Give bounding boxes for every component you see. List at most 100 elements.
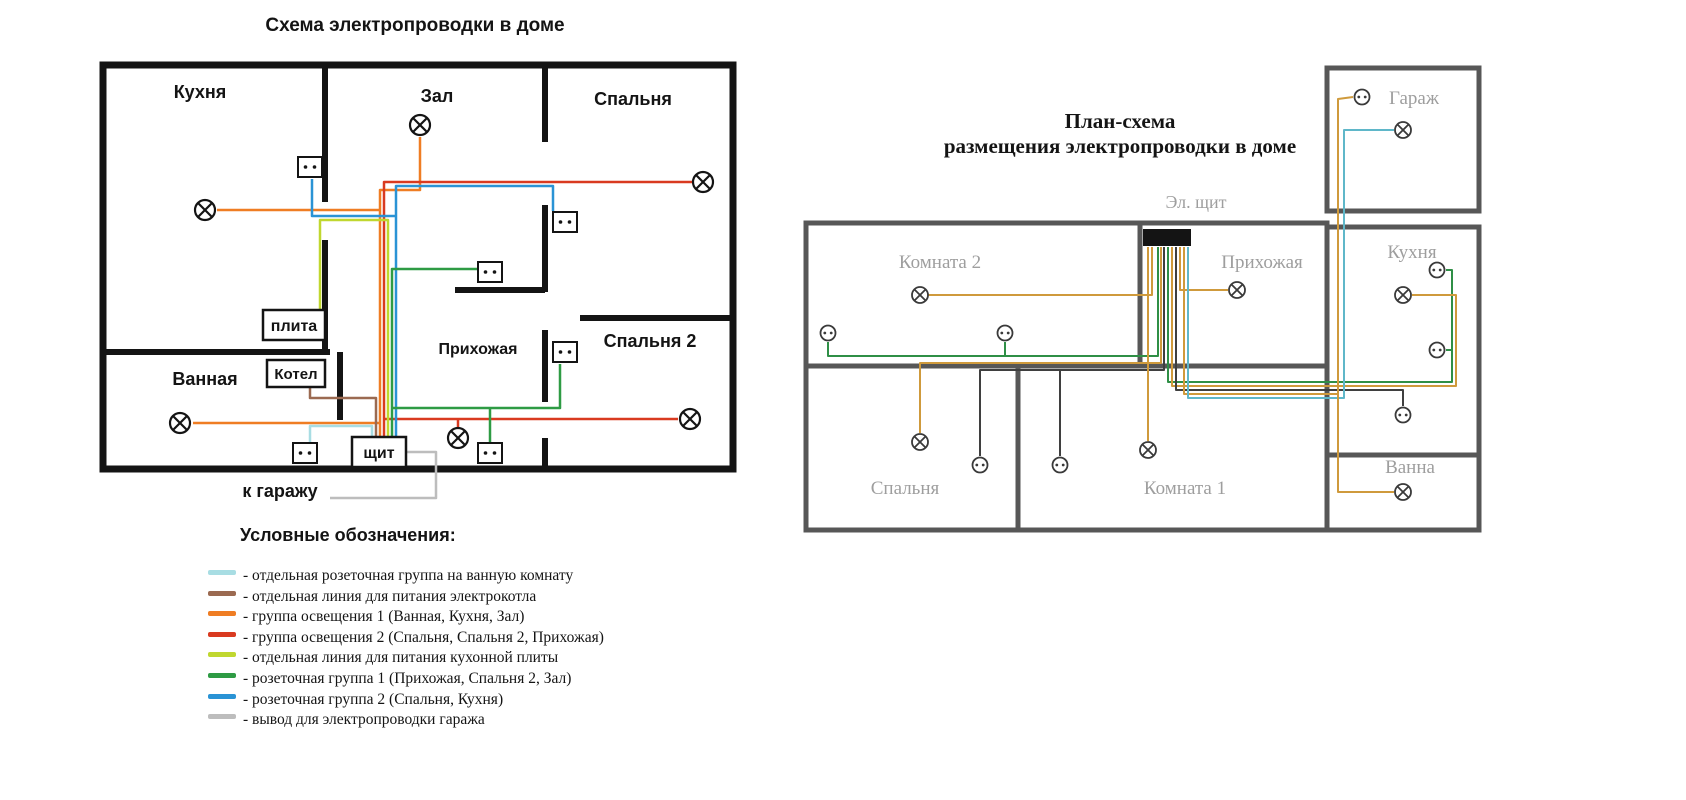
room-label-room2: Комната 2 <box>899 252 981 273</box>
lamp-icon <box>408 113 432 137</box>
right-walls <box>803 65 1482 533</box>
wire-lighting2-bedroom <box>382 180 692 437</box>
wire-garage-lamp <box>1187 129 1394 399</box>
lamp-icon <box>678 407 702 431</box>
wire-sockets1-bedroom2 <box>392 364 562 410</box>
legend-item-label: - вывод для электропроводки гаража <box>243 711 485 728</box>
wire-kitchen-socket-low <box>1175 247 1404 406</box>
lamp-icon <box>691 170 715 194</box>
legend-swatch <box>208 652 236 657</box>
legend-swatch <box>208 632 236 637</box>
legend-title: Условные обозначения: <box>240 525 456 545</box>
room-label-room1: Комната 1 <box>1144 478 1226 499</box>
socket-icon <box>819 324 837 342</box>
legend-item-label: - отдельная линия для питания электрокот… <box>243 588 536 605</box>
room-label-bedroom2: Спальня 2 <box>604 331 697 351</box>
garage-note-label: к гаражу <box>242 481 317 501</box>
panel-box <box>350 435 408 469</box>
socket-icon <box>477 261 503 283</box>
lamp-icon <box>193 198 217 222</box>
right-wires <box>827 96 1457 493</box>
kitchen-column-walls <box>1324 224 1482 533</box>
legend-item-label: - отдельная розеточная группа на ванную … <box>243 567 573 584</box>
legend-swatch <box>208 611 236 616</box>
socket-icon <box>1428 341 1446 359</box>
legend-item-label: - розеточная группа 2 (Спальня, Кухня) <box>243 691 503 708</box>
room-label-bedroom: Спальня <box>594 89 672 109</box>
legend-swatch <box>208 570 236 575</box>
stove-box <box>261 308 327 342</box>
legend-swatch <box>208 591 236 596</box>
lamp-icon <box>1394 286 1412 304</box>
wire-stove <box>318 218 390 437</box>
wire-bathroom-socket <box>308 424 374 442</box>
room-label-hallway: Прихожая <box>439 341 518 358</box>
room-label-bathroom: Ванная <box>172 369 237 389</box>
socket-icon <box>996 324 1014 342</box>
left-wires <box>193 137 692 500</box>
wire-bedroom-socket-left <box>979 247 1165 456</box>
legend: Условные обозначения: - отдельная розето… <box>208 525 604 728</box>
wire-hallway-lamp <box>1179 247 1228 291</box>
room-label-bath: Ванна <box>1385 457 1435 478</box>
left-sockets <box>292 156 578 464</box>
socket-icon <box>1394 406 1412 424</box>
right-floor-plan: План-схема размещения электропроводки в … <box>803 65 1482 533</box>
left-equipment: плита Котел щит <box>261 308 408 469</box>
boiler-box <box>265 358 327 389</box>
socket-icon <box>1051 456 1069 474</box>
socket-icon <box>552 211 578 233</box>
legend-item-label: - группа освещения 1 (Ванная, Кухня, Зал… <box>243 608 524 625</box>
boiler-label: Котел <box>274 366 317 383</box>
lamp-icon <box>1394 483 1412 501</box>
room-label-hall: Зал <box>421 86 454 106</box>
lamp-icon <box>168 411 192 435</box>
left-outer-wall <box>99 61 737 473</box>
wire-room2-socket-left <box>827 247 1159 357</box>
socket-icon <box>1428 261 1446 279</box>
room-label-garage: Гараж <box>1389 88 1440 109</box>
electrical-panel-label: Эл. щит <box>1166 192 1227 212</box>
left-room-labels: Кухня Зал Спальня Ванная Прихожая Спальн… <box>172 82 696 501</box>
legend-swatch <box>208 714 236 719</box>
stove-label: плита <box>271 318 318 335</box>
legend-swatch <box>208 673 236 678</box>
room-label-bedroom: Спальня <box>871 478 940 499</box>
wire-kitchen-socket-top <box>1167 247 1453 383</box>
wire-bath-lamp <box>1337 394 1394 493</box>
electrical-panel <box>1143 229 1191 246</box>
lamp-icon <box>911 286 929 304</box>
legend-item-label: - группа освещения 2 (Спальня, Спальня 2… <box>243 629 604 646</box>
left-walls <box>99 61 737 473</box>
right-diagram-title-line2: размещения электропроводки в доме <box>944 134 1296 158</box>
legend-swatch <box>208 694 236 699</box>
socket-icon <box>297 156 323 178</box>
wire-kitchen-lamp <box>1171 247 1457 387</box>
room-label-hallway: Прихожая <box>1221 252 1303 273</box>
right-room-labels: Гараж Комната 2 Прихожая Кухня Спальня К… <box>871 88 1440 499</box>
room-label-kitchen: Кухня <box>1387 242 1436 263</box>
wire-sockets2-kitchen <box>310 179 396 218</box>
socket-icon <box>477 442 503 464</box>
garage-walls <box>1324 65 1482 214</box>
wire-room2-lamp <box>928 247 1153 296</box>
wire-sockets2-bedroom <box>394 184 555 437</box>
panel-label: щит <box>363 445 394 462</box>
socket-icon <box>971 456 989 474</box>
left-diagram-title: Схема электропроводки в доме <box>265 15 564 36</box>
socket-icon <box>552 341 578 363</box>
socket-icon <box>292 442 318 464</box>
legend-item-label: - розеточная группа 1 (Прихожая, Спальня… <box>243 670 571 687</box>
wire-boiler <box>308 388 378 437</box>
left-floor-plan: Схема электропроводки в доме <box>99 15 737 501</box>
wire-sockets1-hall <box>390 267 477 437</box>
right-diagram-title-line1: План-схема <box>1065 109 1176 133</box>
wire-lighting1-hall <box>378 137 422 437</box>
lamp-icon <box>446 426 470 450</box>
wire-bedroom-lamp <box>919 247 1162 433</box>
lamp-icon <box>1139 441 1157 459</box>
lamp-icon <box>911 433 929 451</box>
lamp-icon <box>1228 281 1246 299</box>
